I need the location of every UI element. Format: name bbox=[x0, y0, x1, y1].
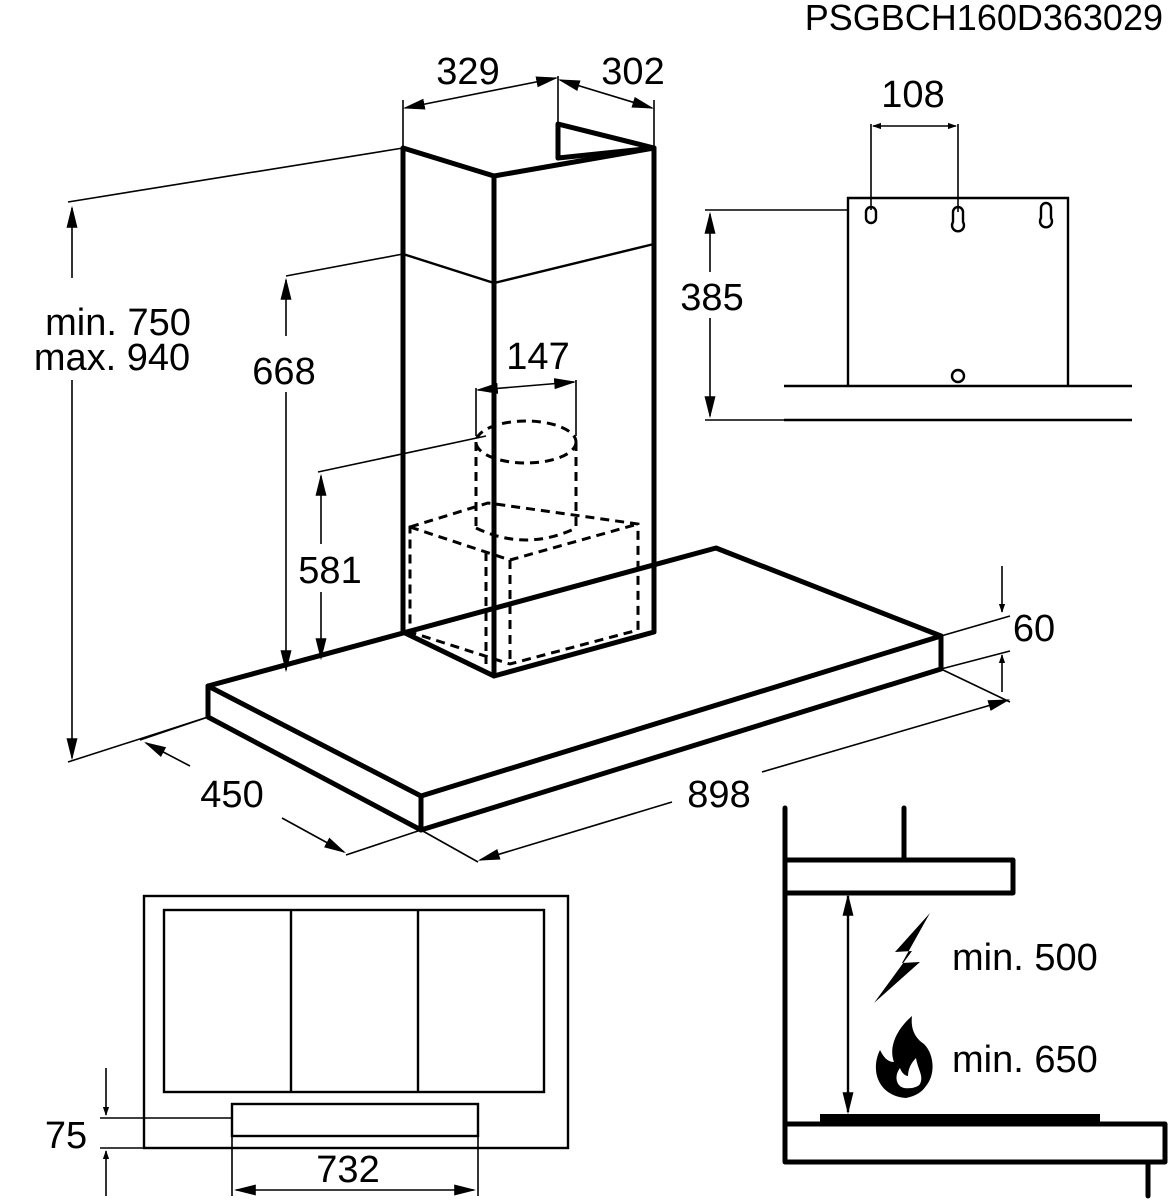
label-60: 60 bbox=[1013, 608, 1055, 650]
dim-668: 668 bbox=[252, 253, 404, 673]
clearance-side-view: min. 500 min. 650 bbox=[782, 805, 1168, 1199]
flame-icon bbox=[875, 1016, 933, 1098]
dim-898: 898 bbox=[420, 668, 1011, 863]
dim-147: 147 bbox=[475, 336, 577, 436]
label-147: 147 bbox=[506, 336, 569, 378]
label-385: 385 bbox=[680, 277, 743, 319]
keyhole-left bbox=[864, 205, 878, 225]
label-302: 302 bbox=[601, 51, 664, 93]
hob-surface bbox=[820, 1114, 1100, 1124]
label-450: 450 bbox=[200, 774, 263, 816]
filter-panel bbox=[230, 1102, 480, 1138]
dim-chimney-top: 329 302 bbox=[402, 51, 665, 148]
label-height-min: min. 750 bbox=[45, 302, 191, 344]
label-329: 329 bbox=[436, 51, 499, 93]
dim-450: 450 bbox=[139, 716, 422, 856]
keyhole-right bbox=[1038, 201, 1054, 229]
bracket-detail-view: 108 385 bbox=[680, 74, 1132, 422]
label-732: 732 bbox=[316, 1149, 379, 1191]
model-code: PSGBCH160D363029 bbox=[805, 0, 1163, 38]
label-min-500: min. 500 bbox=[952, 937, 1098, 979]
label-581: 581 bbox=[298, 550, 361, 592]
front-panel-view: 75 732 bbox=[45, 894, 570, 1196]
dim-581: 581 bbox=[298, 435, 487, 661]
label-668: 668 bbox=[252, 351, 315, 393]
label-108: 108 bbox=[881, 74, 944, 116]
dim-overall-height: min. 750 max. 940 bbox=[34, 147, 404, 763]
keyhole-middle bbox=[950, 205, 966, 233]
label-75: 75 bbox=[45, 1115, 87, 1157]
motor-housing-hidden bbox=[408, 419, 640, 666]
label-height-max: max. 940 bbox=[34, 337, 190, 379]
label-898: 898 bbox=[687, 774, 750, 816]
dim-60: 60 bbox=[940, 566, 1055, 692]
fixing-hole bbox=[950, 368, 966, 384]
lightning-icon bbox=[874, 913, 930, 1003]
hood-isometric-view: 329 302 min. 750 max. 940 668 581 bbox=[34, 51, 1055, 863]
chimney-outline bbox=[400, 121, 657, 679]
label-min-650: min. 650 bbox=[952, 1039, 1098, 1081]
